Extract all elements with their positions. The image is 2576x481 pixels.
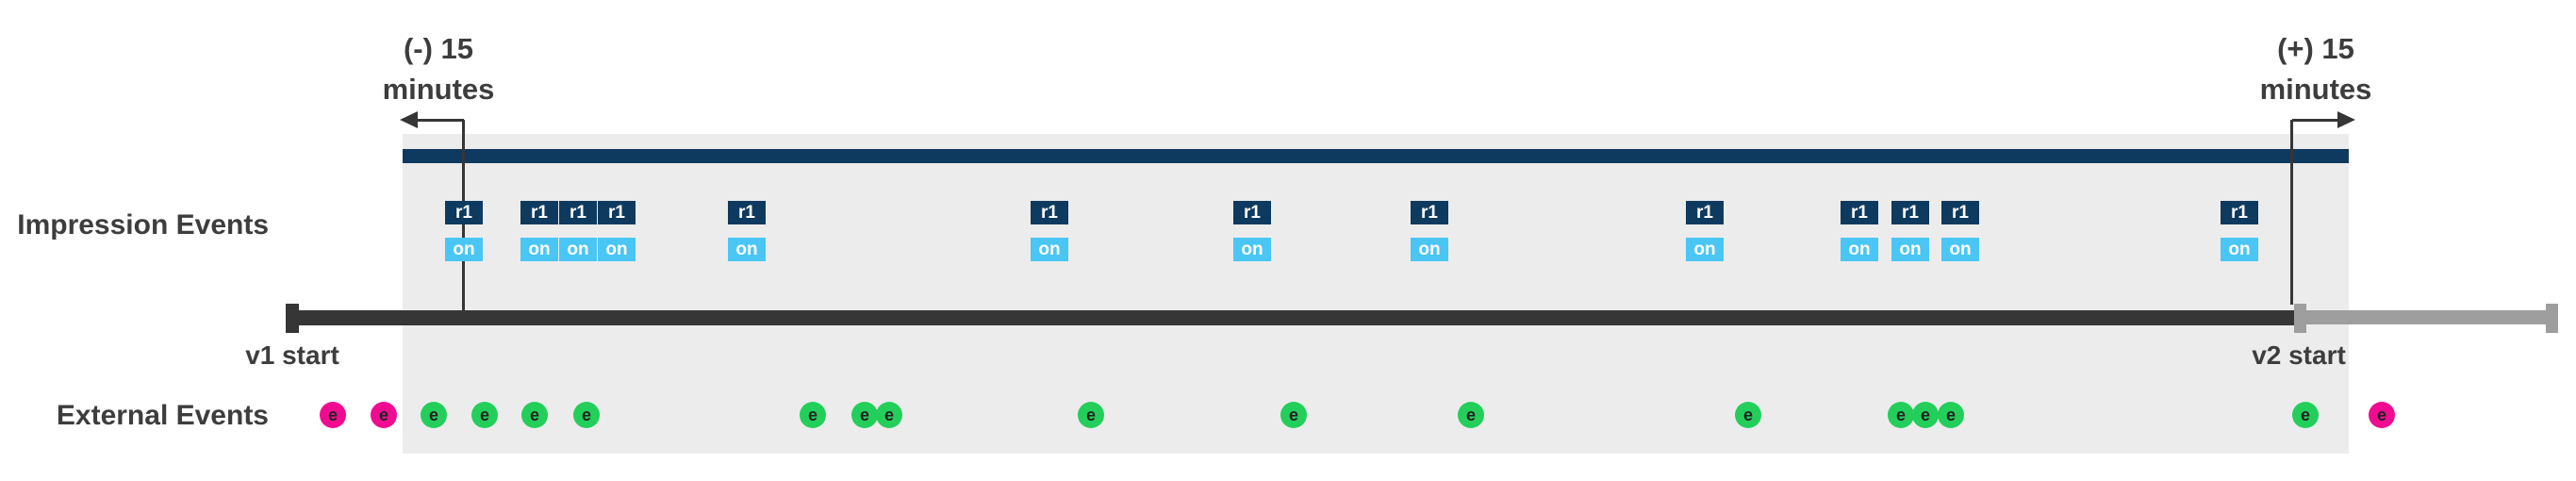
impression-event: r1 on bbox=[520, 201, 558, 261]
v1-start-tick bbox=[286, 304, 299, 333]
external-event-dot-green: e bbox=[876, 402, 902, 428]
impression-r1-box: r1 bbox=[1941, 201, 1979, 224]
external-event-dot-green: e bbox=[1078, 402, 1104, 428]
impression-on-box: on bbox=[1941, 238, 1979, 261]
plus-15-arrow-shaft bbox=[2292, 119, 2339, 122]
minus-15-line2: minutes bbox=[382, 73, 495, 106]
plus-15-marker-line bbox=[2290, 120, 2293, 305]
impression-event: r1 on bbox=[559, 201, 597, 261]
right-arrow-icon bbox=[2337, 111, 2355, 128]
impression-r1-box: r1 bbox=[1891, 201, 1929, 224]
external-event-dot-magenta: e bbox=[320, 402, 346, 428]
external-event-dot-green: e bbox=[1280, 402, 1307, 428]
impression-r1-box: r1 bbox=[1841, 201, 1878, 224]
external-event-dot-green: e bbox=[1938, 402, 1964, 428]
impression-event: r1 on bbox=[1686, 201, 1724, 261]
impression-r1-box: r1 bbox=[445, 201, 483, 224]
impression-events-label: Impression Events bbox=[17, 209, 269, 240]
v2-end-tick bbox=[2546, 304, 2558, 333]
left-arrow-icon bbox=[400, 111, 418, 128]
impression-r1-box: r1 bbox=[2221, 201, 2258, 224]
impression-r1-box: r1 bbox=[520, 201, 558, 224]
experiment-window-panel bbox=[403, 134, 2349, 454]
minus-15-arrow-shaft bbox=[413, 119, 464, 122]
impression-r1-box: r1 bbox=[1031, 201, 1068, 224]
impression-on-box: on bbox=[559, 238, 597, 261]
impression-event: r1 on bbox=[598, 201, 636, 261]
impression-on-box: on bbox=[728, 238, 766, 261]
impression-event: r1 on bbox=[728, 201, 766, 261]
impression-on-box: on bbox=[520, 238, 558, 261]
v2-timeline-bar bbox=[2294, 310, 2547, 324]
impression-event: r1 on bbox=[1891, 201, 1929, 261]
impression-event: r1 on bbox=[1233, 201, 1271, 261]
impression-r1-box: r1 bbox=[1686, 201, 1724, 224]
external-event-dot-green: e bbox=[800, 402, 826, 428]
impression-r1-box: r1 bbox=[559, 201, 597, 224]
impression-r1-box: r1 bbox=[1411, 201, 1448, 224]
impression-on-box: on bbox=[2221, 238, 2258, 261]
plus-15-line1: (+) 15 bbox=[2277, 32, 2354, 65]
external-events-label: External Events bbox=[56, 400, 269, 431]
impression-on-box: on bbox=[1891, 238, 1929, 261]
plus-15-minutes-label: (+) 15 minutes bbox=[2203, 28, 2429, 109]
impression-on-box: on bbox=[1411, 238, 1448, 261]
plus-15-line2: minutes bbox=[2259, 73, 2372, 106]
external-event-dot-green: e bbox=[1735, 402, 1761, 428]
impression-on-box: on bbox=[1841, 238, 1878, 261]
impression-r1-box: r1 bbox=[598, 201, 636, 224]
impression-r1-box: r1 bbox=[728, 201, 766, 224]
external-event-dot-green: e bbox=[1888, 402, 1914, 428]
v1-start-label: v1 start bbox=[245, 340, 339, 370]
minus-15-line1: (-) 15 bbox=[403, 32, 474, 65]
external-event-dot-magenta: e bbox=[371, 402, 397, 428]
impression-on-box: on bbox=[598, 238, 636, 261]
impression-event: r1 on bbox=[1411, 201, 1448, 261]
external-event-dot-green: e bbox=[1912, 402, 1939, 428]
impression-on-box: on bbox=[1686, 238, 1724, 261]
impression-r1-box: r1 bbox=[1233, 201, 1271, 224]
external-event-dot-green: e bbox=[421, 402, 447, 428]
impression-event: r1 on bbox=[1031, 201, 1068, 261]
external-event-dot-green: e bbox=[521, 402, 548, 428]
external-event-dot-green: e bbox=[1458, 402, 1484, 428]
impression-on-box: on bbox=[445, 238, 483, 261]
external-event-dot-green: e bbox=[573, 402, 600, 428]
impression-event: r1 on bbox=[1941, 201, 1979, 261]
v1-timeline-bar bbox=[286, 310, 2294, 325]
v2-start-tick bbox=[2294, 304, 2306, 333]
external-event-dot-magenta: e bbox=[2369, 402, 2395, 428]
minus-15-minutes-label: (-) 15 minutes bbox=[325, 28, 552, 109]
impression-event: r1 on bbox=[2221, 201, 2258, 261]
experiment-window-bar bbox=[403, 149, 2349, 163]
impression-event: r1 on bbox=[1841, 201, 1878, 261]
external-event-dot-green: e bbox=[2292, 402, 2319, 428]
impression-on-box: on bbox=[1233, 238, 1271, 261]
v2-start-label: v2 start bbox=[2252, 340, 2346, 370]
impression-on-box: on bbox=[1031, 238, 1068, 261]
external-event-dot-green: e bbox=[471, 402, 498, 428]
impression-event: r1 on bbox=[445, 201, 483, 261]
external-event-dot-green: e bbox=[851, 402, 878, 428]
